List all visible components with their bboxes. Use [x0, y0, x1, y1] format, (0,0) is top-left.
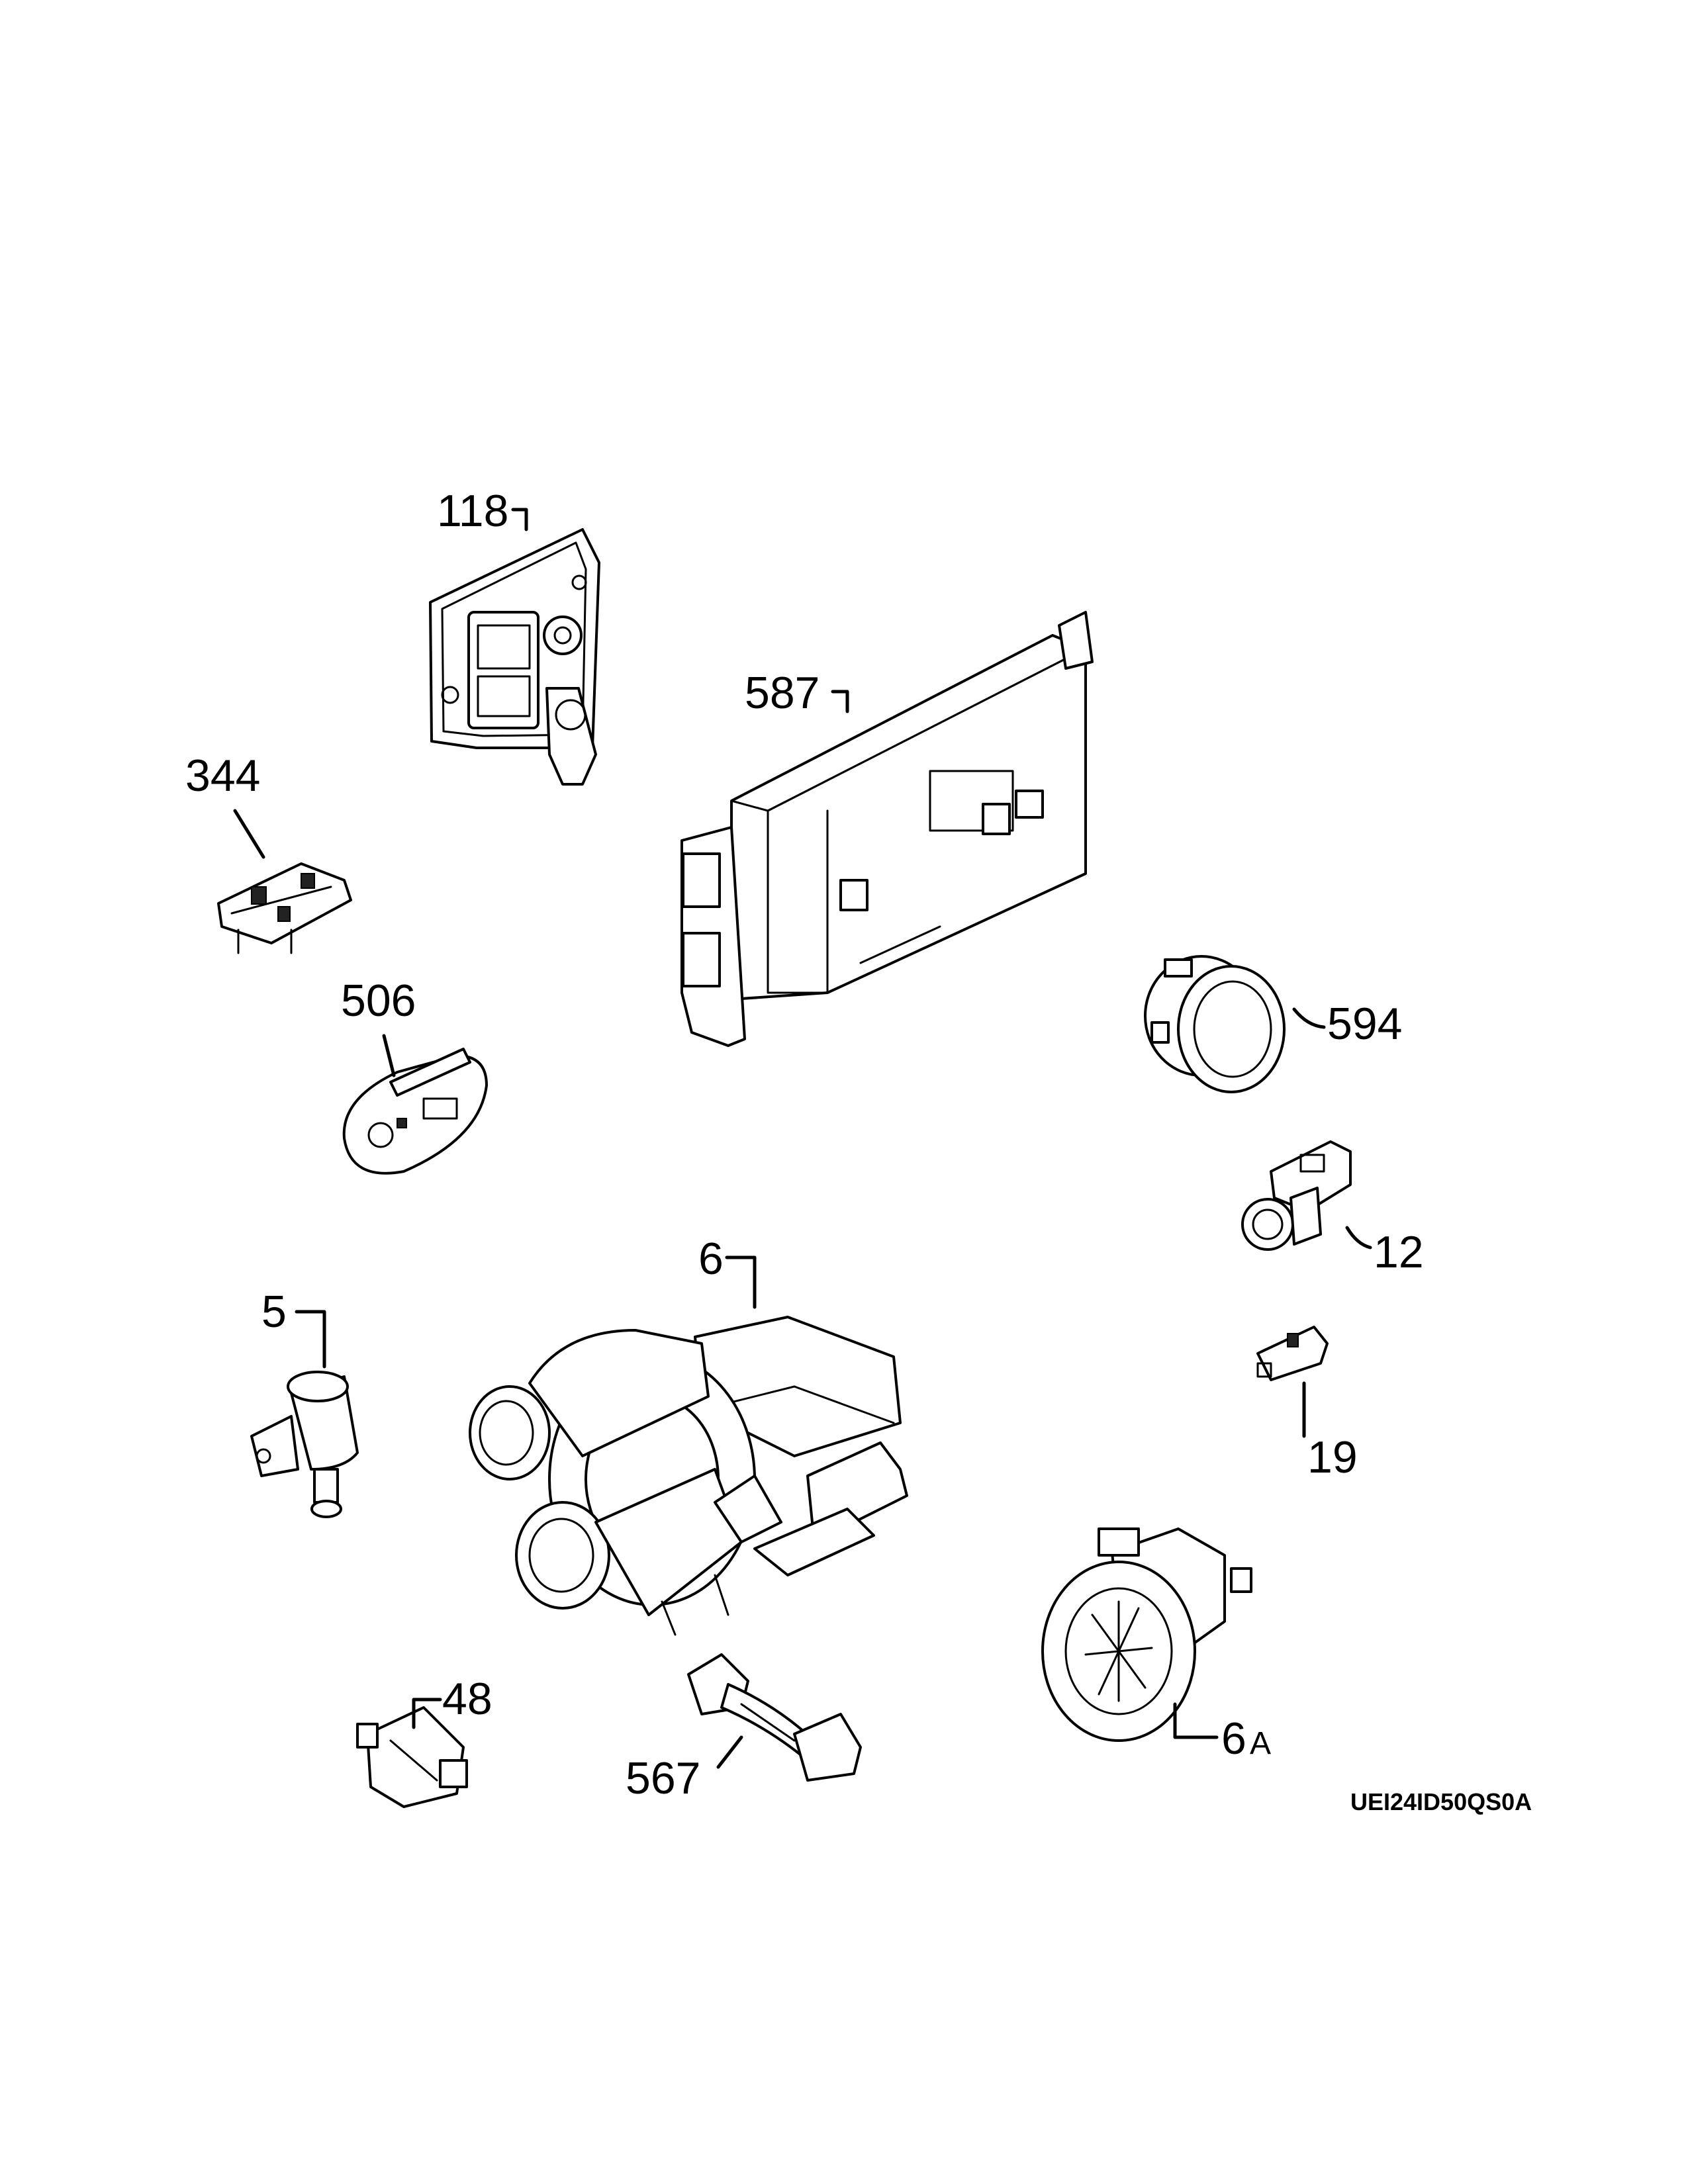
callout-344: 344	[185, 751, 260, 801]
part-19-connector	[1256, 1326, 1329, 1381]
leader-506	[382, 1034, 396, 1077]
leader-587	[831, 690, 849, 713]
part-48-sensor	[356, 1706, 468, 1808]
part-567-bracket	[687, 1653, 862, 1782]
leader-344	[233, 809, 265, 859]
callout-118: 118	[437, 486, 508, 536]
callout-594: 594	[1327, 999, 1402, 1049]
part-344-switch	[217, 862, 352, 954]
leader-48	[412, 1698, 442, 1729]
part-6-circulation-pump	[469, 1316, 908, 1636]
leader-6	[725, 1255, 757, 1309]
part-5-inlet-valve	[250, 1371, 359, 1518]
callout-567: 567	[626, 1753, 700, 1803]
part-594-sensor-ring	[1144, 955, 1286, 1093]
callout-506: 506	[341, 976, 416, 1026]
part-12-level-sensor	[1241, 1140, 1352, 1251]
leader-594	[1292, 1007, 1326, 1029]
callout-12: 12	[1374, 1227, 1424, 1277]
callout-5: 5	[261, 1287, 287, 1337]
leader-12	[1345, 1226, 1372, 1250]
leader-5	[295, 1310, 326, 1369]
callout-6a-letter: A	[1250, 1726, 1271, 1761]
part-118-control-bracket	[429, 528, 600, 786]
callout-6: 6	[698, 1234, 724, 1284]
callout-6a-number: 6	[1221, 1713, 1246, 1764]
leader-6a	[1173, 1702, 1219, 1739]
callout-19: 19	[1307, 1432, 1358, 1482]
part-506-sensor-holder	[342, 1048, 488, 1175]
part-587-control-module	[680, 611, 1094, 1047]
leader-567	[716, 1735, 743, 1769]
leader-118	[511, 508, 528, 531]
callout-587: 587	[745, 668, 820, 718]
callout-48: 48	[442, 1674, 492, 1724]
part-6a-drain-pump	[1041, 1527, 1252, 1742]
model-code: UEI24ID50QS0A	[1350, 1788, 1532, 1815]
